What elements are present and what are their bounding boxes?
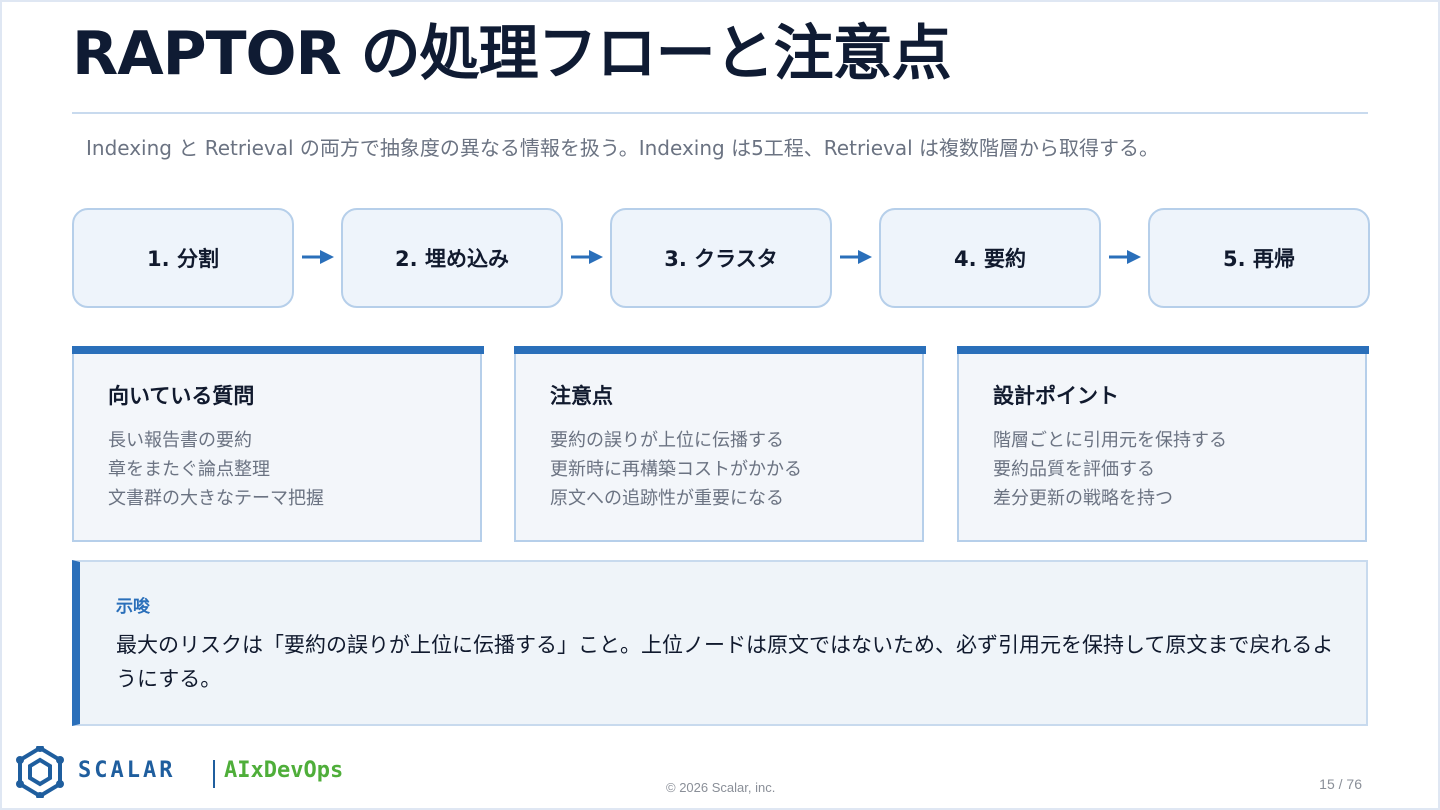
card-list: 要約の誤りが上位に伝播する 更新時に再構築コストがかかる 原文への追跡性が重要に… bbox=[550, 426, 802, 513]
brand-name: SCALAR bbox=[78, 758, 176, 783]
card-accent-bar bbox=[957, 346, 1369, 354]
insight-label: 示唆 bbox=[116, 597, 150, 617]
slide-title: RAPTOR の処理フローと注意点 bbox=[72, 19, 952, 89]
slide-subtitle: Indexing と Retrieval の両方で抽象度の異なる情報を扱う。In… bbox=[86, 136, 1160, 160]
card-design-points: 設計ポイント 階層ごとに引用元を保持する 要約品質を評価する 差分更新の戦略を持… bbox=[957, 346, 1369, 542]
list-item: 文書群の大きなテーマ把握 bbox=[108, 488, 324, 509]
flow-step-summarize: 4. 要約 bbox=[879, 208, 1101, 308]
flow-step-embed: 2. 埋め込み bbox=[341, 208, 563, 308]
card-accent-bar bbox=[72, 346, 484, 354]
brand-separator bbox=[213, 760, 215, 788]
product-name: AIxDevOps bbox=[224, 758, 344, 783]
list-item: 原文への追跡性が重要になる bbox=[550, 488, 784, 509]
process-flow: 1. 分割 2. 埋め込み 3. クラスタ 4. 要約 5. 再帰 bbox=[72, 208, 1370, 308]
page-number: 15 / 76 bbox=[1319, 776, 1362, 792]
list-item: 要約の誤りが上位に伝播する bbox=[550, 430, 784, 451]
arrow-right-icon bbox=[571, 250, 603, 264]
list-item: 長い報告書の要約 bbox=[108, 430, 252, 451]
flow-step-recurse: 5. 再帰 bbox=[1148, 208, 1370, 308]
card-heading: 設計ポイント bbox=[993, 384, 1119, 408]
flow-step-cluster: 3. クラスタ bbox=[610, 208, 832, 308]
list-item: 更新時に再構築コストがかかる bbox=[550, 459, 802, 480]
list-item: 要約品質を評価する bbox=[993, 459, 1155, 480]
list-item: 差分更新の戦略を持つ bbox=[993, 488, 1173, 509]
list-item: 階層ごとに引用元を保持する bbox=[993, 430, 1227, 451]
card-list: 階層ごとに引用元を保持する 要約品質を評価する 差分更新の戦略を持つ bbox=[993, 426, 1227, 513]
card-list: 長い報告書の要約 章をまたぐ論点整理 文書群の大きなテーマ把握 bbox=[108, 426, 324, 513]
arrow-right-icon bbox=[1109, 250, 1141, 264]
brand-logo: SCALAR AIxDevOps bbox=[16, 746, 346, 802]
card-caveats: 注意点 要約の誤りが上位に伝播する 更新時に再構築コストがかかる 原文への追跡性… bbox=[514, 346, 926, 542]
insight-callout: 示唆 最大のリスクは「要約の誤りが上位に伝播する」こと。上位ノードは原文ではない… bbox=[72, 560, 1368, 726]
arrow-right-icon bbox=[302, 250, 334, 264]
arrow-right-icon bbox=[840, 250, 872, 264]
flow-step-split: 1. 分割 bbox=[72, 208, 294, 308]
card-accent-bar bbox=[514, 346, 926, 354]
list-item: 章をまたぐ論点整理 bbox=[108, 459, 270, 480]
title-divider bbox=[72, 112, 1368, 114]
insight-text: 最大のリスクは「要約の誤りが上位に伝播する」こと。上位ノードは原文ではないため、… bbox=[116, 633, 1334, 691]
card-suitable-questions: 向いている質問 長い報告書の要約 章をまたぐ論点整理 文書群の大きなテーマ把握 bbox=[72, 346, 484, 542]
card-heading: 向いている質問 bbox=[108, 384, 255, 408]
copyright-text: © 2026 Scalar, inc. bbox=[666, 780, 776, 795]
scalar-logo-icon bbox=[16, 746, 64, 798]
card-heading: 注意点 bbox=[550, 384, 613, 408]
